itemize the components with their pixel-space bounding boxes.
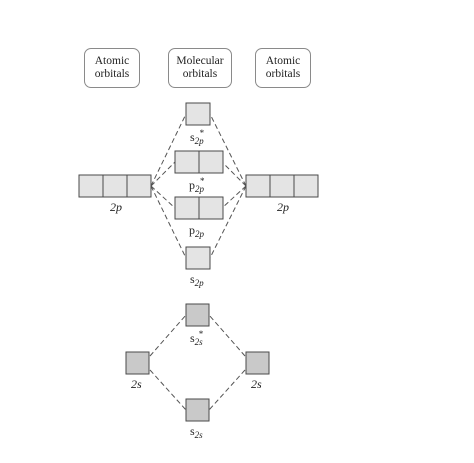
connectors-2s bbox=[149, 314, 246, 411]
pi-2p-star-box bbox=[174, 150, 200, 174]
connector-right2s-to-sigma2s bbox=[208, 369, 246, 411]
right-2p-orbitals bbox=[245, 174, 319, 198]
orbital-box bbox=[269, 174, 295, 198]
label-left-2p: 2p bbox=[110, 200, 122, 214]
label-sigma-2s: s2s bbox=[190, 424, 203, 440]
connector-left2s-to-sigma2sstar bbox=[149, 314, 187, 357]
pi-2p-box bbox=[174, 196, 200, 220]
sigma-2p-box bbox=[185, 246, 211, 270]
header-molecular-orbitals: Molecular orbitals bbox=[168, 48, 232, 88]
header-atomic-orbitals-left: Atomic orbitals bbox=[84, 48, 140, 88]
connector-left2s-to-sigma2s bbox=[149, 369, 187, 411]
label-right-2p: 2p bbox=[277, 200, 289, 214]
header-atomic-orbitals-right: Atomic orbitals bbox=[255, 48, 311, 88]
sigma-2s-star-box bbox=[185, 303, 210, 327]
connector-right-to-pi2p bbox=[221, 185, 247, 209]
label-pi-2p-star: p2p* bbox=[189, 176, 205, 194]
orbital-box bbox=[126, 174, 152, 198]
label-left-2s: 2s bbox=[131, 377, 142, 391]
right-2s-box bbox=[245, 351, 270, 375]
connector-left-to-pi2p bbox=[150, 185, 176, 209]
left-2s-box bbox=[125, 351, 150, 375]
connector-left-to-sigma2pstar bbox=[150, 113, 187, 187]
connectors-2p bbox=[150, 113, 247, 259]
label-sigma-2s-star: s2s* bbox=[190, 329, 204, 347]
label-pi-2p: p2p bbox=[189, 223, 204, 239]
connector-right-to-sigma2pstar bbox=[209, 113, 247, 187]
orbital-box bbox=[78, 174, 104, 198]
orbital-box bbox=[293, 174, 319, 198]
connector-right-to-sigma2p bbox=[209, 185, 247, 259]
mo-2s bbox=[125, 303, 270, 422]
label-right-2s: 2s bbox=[251, 377, 262, 391]
label-sigma-2p: s2p bbox=[190, 272, 204, 288]
pi-2p-star-box bbox=[198, 150, 224, 174]
sigma-2p-star-box bbox=[185, 102, 211, 126]
mo-2p bbox=[174, 102, 224, 270]
orbital-box bbox=[102, 174, 128, 198]
pi-2p-box bbox=[198, 196, 224, 220]
sigma-2s-box bbox=[185, 398, 210, 422]
connector-right-to-pi2pstar bbox=[221, 161, 247, 187]
connector-left-to-sigma2p bbox=[150, 185, 187, 259]
label-sigma-2p-star: s2p* bbox=[190, 128, 205, 146]
left-2p-orbitals bbox=[78, 174, 152, 198]
orbital-box bbox=[245, 174, 271, 198]
connector-left-to-pi2pstar bbox=[150, 161, 176, 187]
connector-right2s-to-sigma2sstar bbox=[208, 314, 246, 357]
